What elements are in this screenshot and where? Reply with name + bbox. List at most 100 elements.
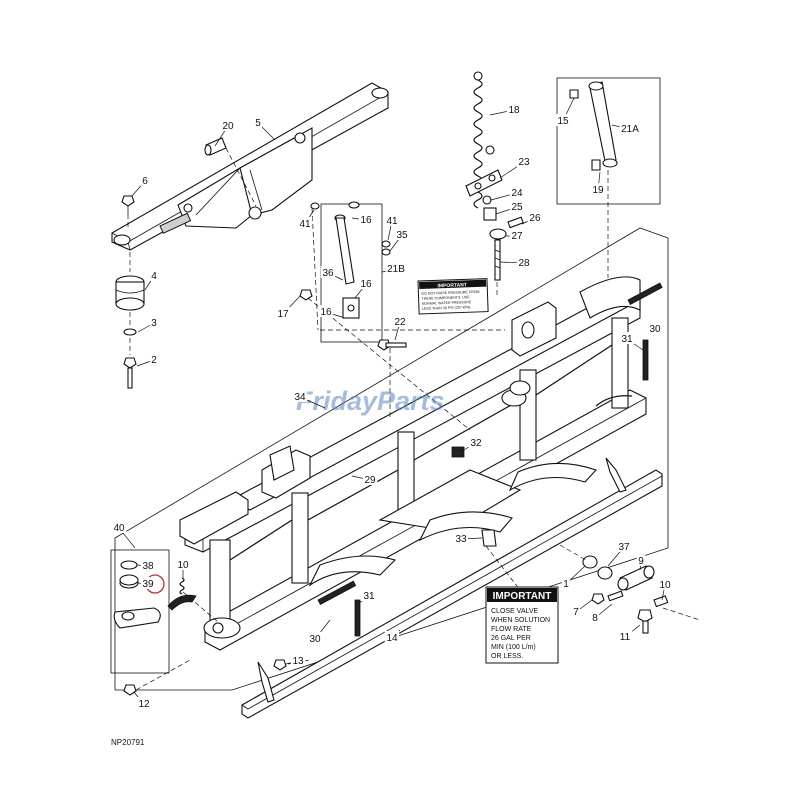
washer-part-41b [381,240,391,248]
callout-c21B: 21B [387,264,405,275]
callout-c40: 40 [113,523,125,534]
callout-c36: 36 [322,268,334,279]
callout-c26: 26 [529,213,541,224]
bolt-part-6 [121,195,135,214]
callout-c8: 8 [592,613,598,624]
callout-c6: 6 [142,176,148,187]
callout-bg-c35 [394,228,410,240]
callout-c20: 20 [222,121,234,132]
callout-bg-c10b [657,578,673,590]
callout-bg-c38 [140,559,156,571]
callout-bg-c30a [647,322,663,334]
boom-frame [179,276,647,651]
bolt-part-8 [607,590,624,602]
callout-bg-c10a [175,558,191,570]
callout-c18: 18 [508,105,520,116]
callout-c35: 35 [396,230,408,241]
callout-c5: 5 [255,118,261,129]
bolt-part-22 [377,339,407,351]
callout-c30b: 30 [309,634,321,645]
callout-bg-c24 [509,186,525,198]
callout-c24: 24 [511,188,523,199]
large-decal-line-1: CLOSE VALVE [491,608,539,615]
mounting-bar [111,82,389,251]
large-decal-line-4: 26 GAL PER [491,635,531,642]
callout-bg-c1 [561,577,571,589]
callout-bg-c2 [149,353,159,365]
cylinder-part-21B [334,201,360,319]
callout-c21A: 21A [621,124,639,135]
callout-bg-c11 [617,630,633,642]
callout-c10b: 10 [659,580,671,591]
callout-c4: 4 [151,271,157,282]
callout-bg-c5 [253,116,263,128]
callout-bg-c9 [636,554,646,566]
callout-bg-c19 [590,183,606,195]
callout-bg-c20 [220,119,236,131]
callout-c9: 9 [638,556,644,567]
callout-bg-c39 [140,577,156,589]
fitting-part-10 [653,595,669,608]
callout-c13: 13 [292,656,304,667]
callout-c15: 15 [557,116,569,127]
callout-bg-c31b [361,589,377,601]
callout-c19: 19 [592,185,604,196]
small-decal-title: IMPORTANT [437,282,467,289]
inset-box-40 [110,549,170,674]
bracket-strap [167,594,197,611]
large-decal-title: IMPORTANT [493,591,552,602]
bolt-part-11 [637,609,653,634]
callout-bg-c29 [362,473,378,485]
callout-bg-c18 [506,103,522,115]
large-decal-line-6: OR LESS. [491,653,523,660]
callout-c28: 28 [518,258,530,269]
callout-bg-c26 [527,211,543,223]
callout-c34: 34 [294,392,306,403]
small-decal-line-1: DO NOT RAISE PRESSURE FROM [421,290,479,296]
callout-c17: 17 [277,309,289,320]
large-decal-line-2: WHEN SOLUTION [491,617,550,624]
callout-c41b: 41 [386,216,398,227]
callout-c7: 7 [573,607,579,618]
callout-bg-c32 [468,436,484,448]
callout-bg-c28 [516,256,532,268]
spring-bracket-part-23 [465,169,503,197]
callout-c37: 37 [618,542,630,553]
callout-c27: 27 [511,231,523,242]
callout-c25: 25 [511,202,523,213]
large-decal-line-3: FLOW RATE [491,626,532,633]
callout-c3: 3 [151,318,157,329]
pin-part-9 [617,565,655,591]
ring-part-38 [120,560,138,570]
large-decal-line-5: MIN (100 L/m) [491,644,536,651]
callout-bg-c31a [619,332,635,344]
callout-c38: 38 [142,561,154,572]
small-important-decal: IMPORTANT DO NOT RAISE PRESSURE FROM THE… [417,278,489,315]
callout-c2: 2 [151,355,157,366]
callout-c1: 1 [563,579,569,590]
reflector-stripes [317,282,663,637]
callout-c11: 11 [620,632,631,643]
watermark: FridayParts [296,386,445,416]
bracket-part-40 [113,607,161,629]
callout-bg-c25 [509,200,525,212]
callout-bg-c27 [509,229,525,241]
pin-part-20 [204,137,227,156]
nut-part-24 [482,195,492,205]
large-important-decal: IMPORTANT CLOSE VALVE WHEN SOLUTION FLOW… [485,586,559,664]
callout-bg-c6 [140,174,150,186]
callout-c12: 12 [138,699,150,710]
tube-bracket-right [605,457,627,493]
callout-c29: 29 [364,475,376,486]
small-decal-line-3: NORMAL WATER PRESSURE [422,300,472,306]
tube-part-14 [241,469,663,719]
spring-part-10 [179,577,185,595]
callout-bg-c40 [111,521,127,533]
ring-part-35 [381,248,391,256]
callout-c39: 39 [142,579,154,590]
callout-c30a: 30 [649,324,661,335]
small-decal-line-4: LESS THAN 30 PSI (207 kPa). [422,305,471,311]
callout-bg-c36 [320,266,336,278]
